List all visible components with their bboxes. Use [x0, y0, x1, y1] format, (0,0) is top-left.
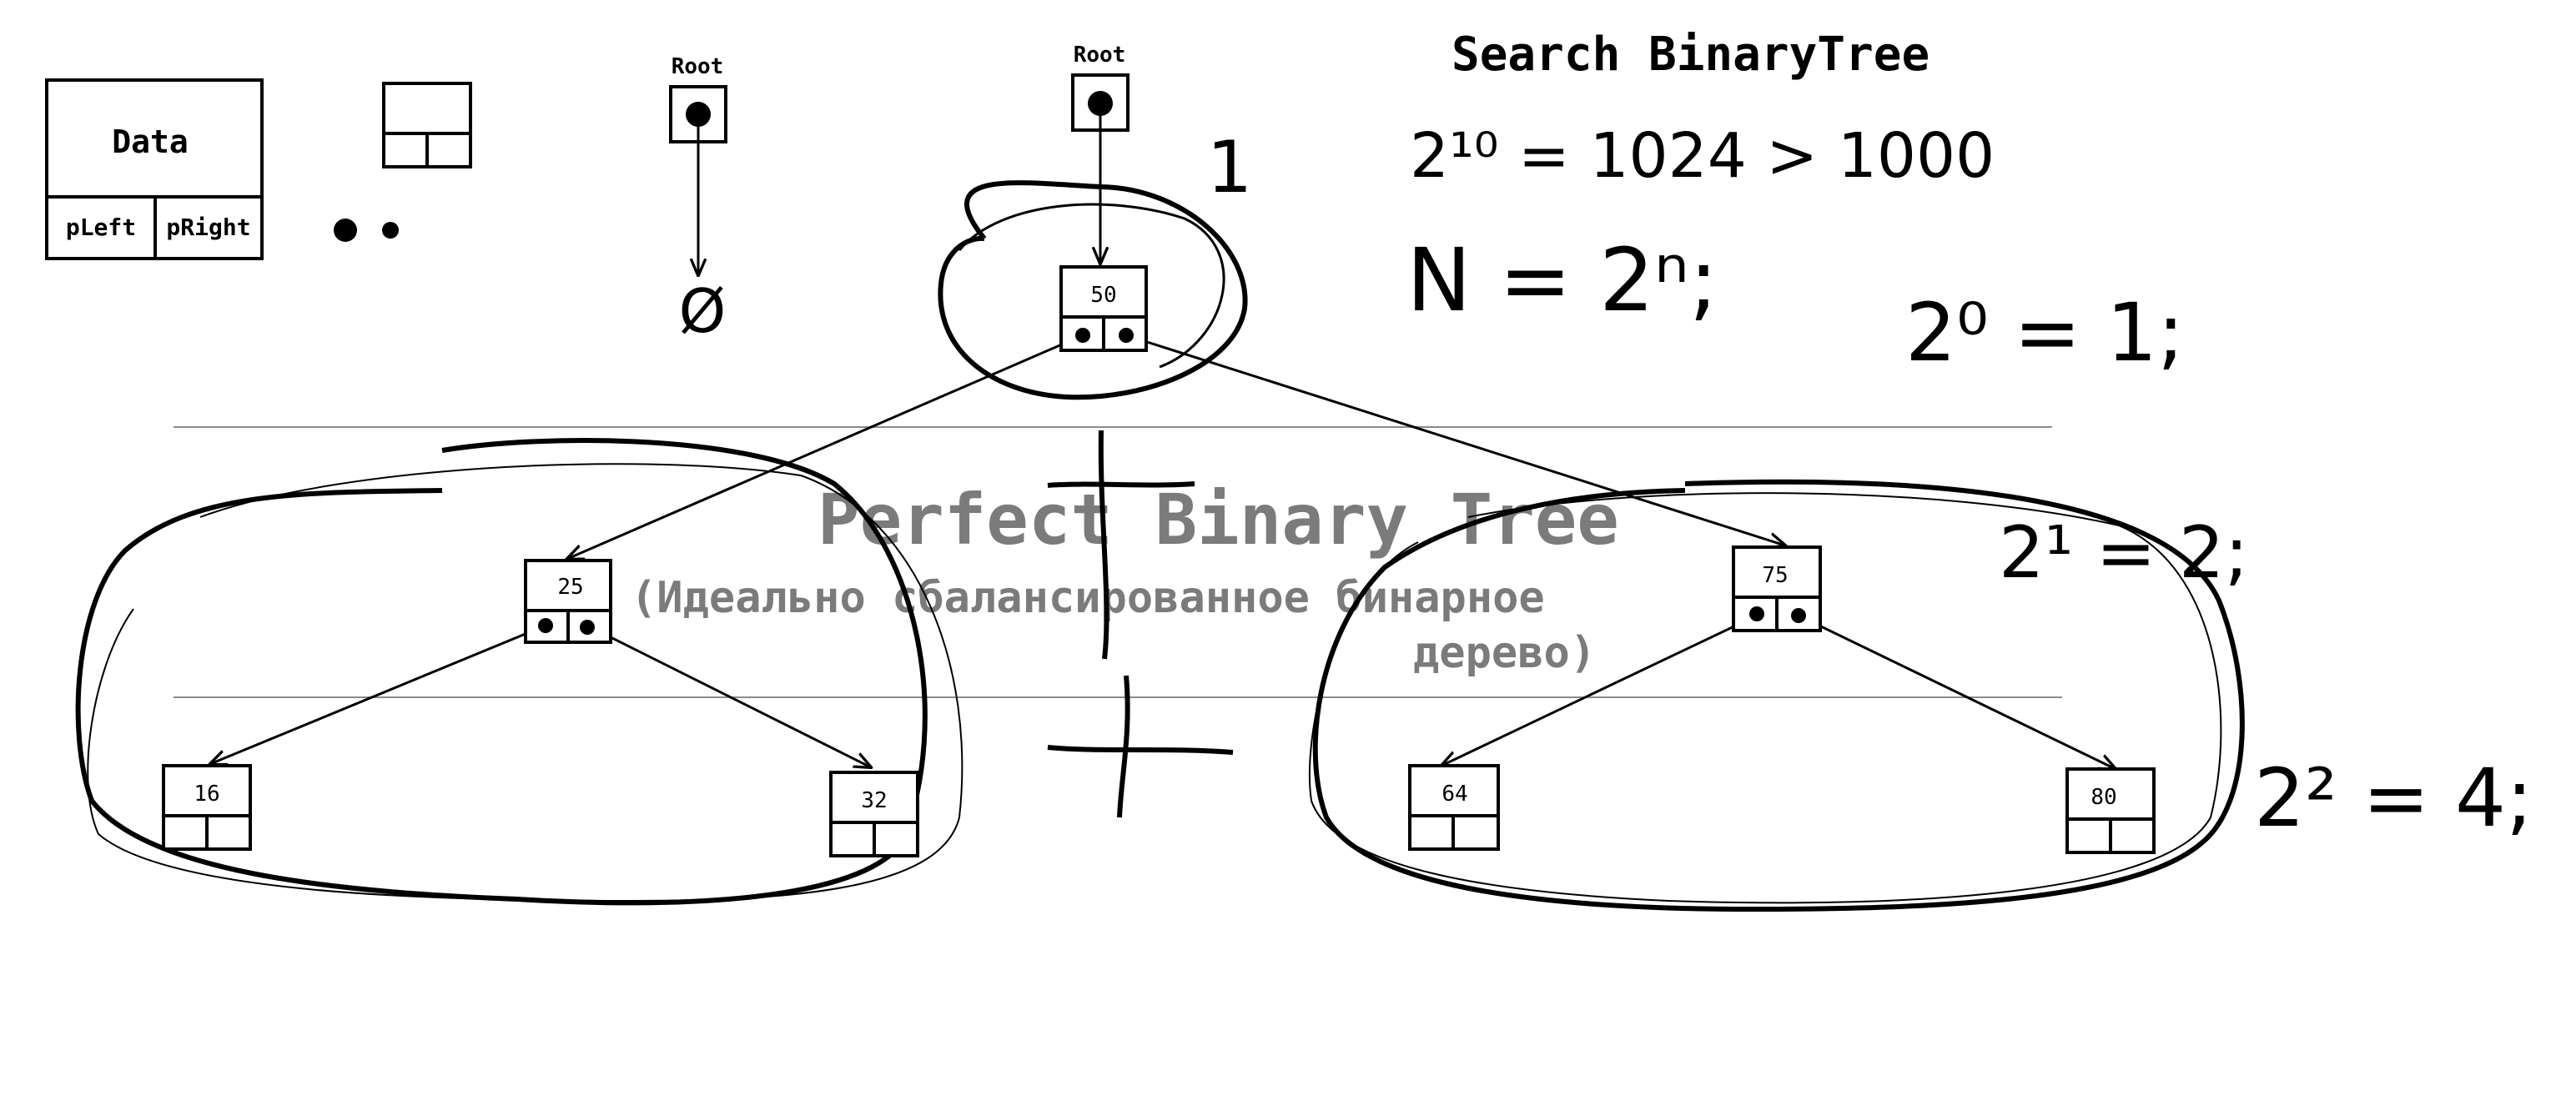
watermark-title: Perfect Binary Tree: [818, 479, 1619, 561]
tree-node-16: 16: [162, 764, 252, 851]
node-value: 75: [1762, 563, 1788, 588]
null-symbol: Ø: [679, 276, 727, 346]
pointer-dot-small: [382, 222, 399, 239]
node-value: 50: [1090, 283, 1116, 308]
root-label-null: Root: [672, 54, 724, 79]
tree-node-64: 64: [1408, 764, 1500, 851]
tree-node-75: 75: [1732, 545, 1822, 632]
node-value: 64: [1441, 782, 1467, 807]
edge-25-16: [210, 624, 546, 764]
edge-25-32: [586, 624, 871, 767]
legend-node: Data pLeft pRight: [45, 78, 264, 260]
legend-pright-label: pRight: [166, 214, 250, 241]
note-pow2: 2² = 4;: [2254, 752, 2533, 845]
tree-edges: [210, 334, 2116, 769]
tree-node-80: 80: [2065, 767, 2156, 854]
tree-root-pointer: Root: [1071, 43, 1130, 264]
watermark-subtitle-line1: (Идеально сбалансированное бинарное: [631, 573, 1545, 623]
edge-50-75: [1125, 334, 1785, 545]
tree-node-25: 25: [524, 559, 612, 644]
node-value: 32: [861, 788, 887, 813]
edge-75-80: [1798, 614, 2116, 769]
tree-node-32: 32: [829, 771, 919, 857]
level-highlights: [75, 180, 2245, 912]
node-value: 80: [2090, 785, 2116, 810]
note-pow0: 2⁰ = 1;: [1905, 286, 2184, 380]
root-label-tree: Root: [1074, 43, 1126, 68]
edge-50-25: [567, 334, 1084, 559]
small-node-sketch: [382, 82, 472, 168]
note-level0-count: 1: [1207, 126, 1253, 209]
tree-node-50: 50: [1059, 265, 1148, 352]
diagram-title: Search BinaryTree: [1452, 28, 1929, 82]
note-formula: N = 2ⁿ;: [1406, 229, 1718, 331]
watermark-subtitle-line2: дерево): [1413, 628, 1596, 678]
note-pow1: 2¹ = 2;: [1999, 511, 2249, 595]
null-root-example: Root Ø: [669, 54, 727, 346]
legend-pleft-label: pLeft: [66, 214, 136, 241]
edge-75-64: [1441, 614, 1758, 766]
node-value: 16: [194, 782, 219, 807]
pointer-dot-large: [334, 219, 357, 242]
legend-data-label: Data: [112, 123, 189, 160]
node-value: 25: [557, 575, 583, 600]
note-pow10: 2¹⁰ = 1024 > 1000: [1410, 120, 1995, 192]
